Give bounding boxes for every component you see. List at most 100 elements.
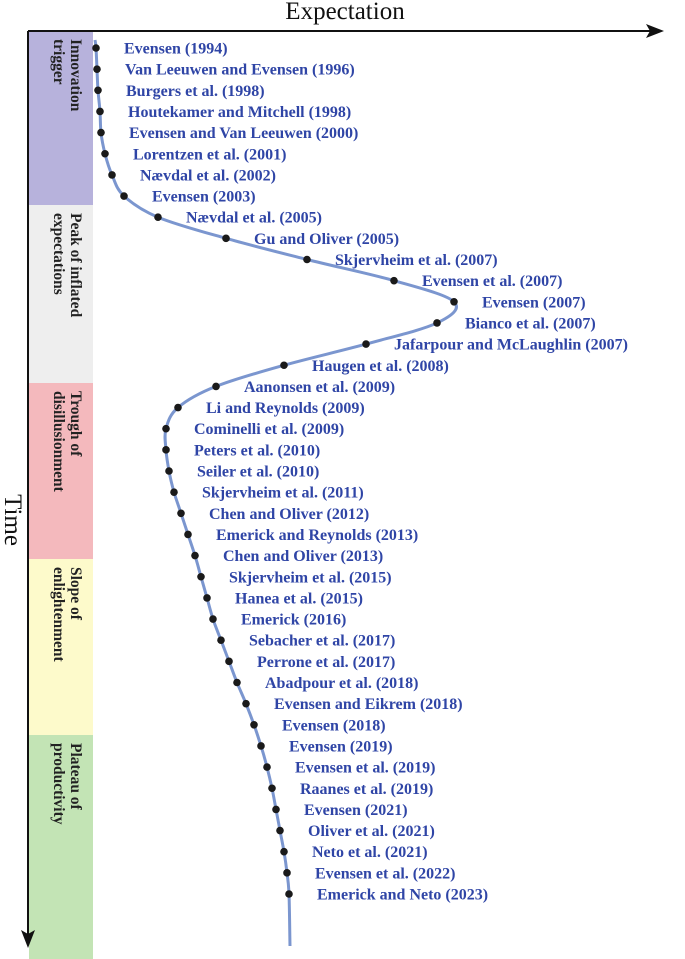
publication-point — [303, 255, 311, 264]
publication-label: Houtekamer and Mitchell (1998) — [128, 104, 351, 121]
publication-label: Burgers et al. (1998) — [126, 83, 265, 100]
publication-point — [94, 86, 102, 95]
publication-point — [101, 149, 109, 158]
x-axis-title: Expectation — [285, 0, 405, 25]
publication-point — [272, 805, 280, 814]
publication-label: Evensen et al. (2007) — [422, 273, 562, 290]
publication-point — [276, 826, 284, 835]
publication-label: Evensen (2007) — [482, 294, 586, 311]
publication-points — [92, 44, 458, 898]
publication-point — [162, 446, 170, 454]
publication-label: Emerick (2016) — [241, 612, 346, 629]
publication-point — [154, 213, 162, 221]
publication-labels: Evensen (1994) Van Leeuwen and Evensen (1… — [124, 41, 628, 904]
publication-point — [250, 721, 258, 729]
publication-label: Aanonsen et al. (2009) — [244, 379, 395, 396]
phase-band — [29, 383, 93, 559]
publication-label: Jafarpour and McLaughlin (2007) — [394, 337, 628, 354]
publication-label: Oliver et al. (2021) — [308, 823, 435, 840]
phase-band — [29, 735, 93, 959]
publication-label: Neto et al. (2021) — [312, 844, 428, 861]
publication-point — [92, 44, 100, 52]
phase-band — [29, 31, 93, 205]
publication-label: Evensen et al. (2019) — [295, 760, 435, 777]
publication-point — [170, 488, 178, 496]
publication-point — [285, 890, 293, 898]
publication-point — [97, 128, 105, 137]
publication-label: Nævdal et al. (2002) — [140, 167, 276, 184]
publication-point — [177, 509, 185, 518]
publication-label: Nævdal et al. (2005) — [186, 210, 322, 227]
publication-label: Skjervheim et al. (2015) — [229, 569, 392, 586]
publication-point — [174, 403, 182, 412]
publication-point — [242, 699, 250, 708]
publication-point — [268, 784, 276, 793]
publication-point — [233, 678, 241, 687]
publication-point — [450, 298, 458, 306]
publication-point — [280, 847, 288, 856]
phase-label: Plateau ofproductivity — [50, 743, 84, 825]
publication-point — [197, 572, 205, 581]
publication-label: Abadpour et al. (2018) — [265, 675, 419, 692]
publication-label: Haugen et al. (2008) — [312, 358, 449, 375]
publication-label: Raanes et al. (2019) — [300, 781, 433, 798]
publication-point — [362, 340, 370, 348]
publication-point — [203, 594, 211, 602]
y-axis-arrowhead — [21, 930, 35, 948]
publication-point — [93, 65, 101, 73]
publication-label: Seiler et al. (2010) — [197, 464, 319, 481]
publication-label: Bianco et al. (2007) — [465, 315, 596, 332]
publication-label: Hanea et al. (2015) — [235, 590, 363, 607]
publication-point — [257, 742, 265, 750]
publication-point — [217, 636, 225, 644]
phase-label: Trough ofdisillusionment — [50, 391, 84, 493]
publication-label: Evensen et al. (2022) — [315, 865, 455, 882]
publication-point — [108, 171, 116, 179]
publication-label: Evensen (2003) — [152, 189, 256, 206]
publication-point — [165, 467, 173, 475]
publication-label: Emerick and Neto (2023) — [317, 887, 488, 904]
publication-point — [212, 382, 220, 391]
publication-label: Emerick and Reynolds (2013) — [216, 527, 418, 544]
publication-label: Perrone et al. (2017) — [257, 654, 395, 671]
phase-label: Slope ofenlightenment — [50, 567, 84, 663]
publication-label: Lorentzen et al. (2001) — [133, 146, 286, 163]
publication-label: Sebacher et al. (2017) — [249, 633, 395, 650]
publication-point — [225, 657, 233, 666]
publication-point — [263, 763, 271, 771]
publication-point — [433, 319, 441, 327]
publication-point — [283, 869, 291, 877]
y-axis-title: Time — [0, 494, 26, 546]
publication-label: Li and Reynolds (2009) — [206, 400, 365, 417]
publication-label: Chen and Oliver (2012) — [209, 506, 369, 523]
publication-label: Gu and Oliver (2005) — [254, 231, 399, 248]
axes: Expectation Time — [0, 0, 664, 948]
publication-label: Evensen (1994) — [124, 41, 228, 58]
publication-label: Skjervheim et al. (2007) — [335, 252, 498, 269]
publication-label: Evensen and Van Leeuwen (2000) — [129, 125, 358, 142]
publication-point — [191, 551, 199, 560]
publication-point — [120, 192, 128, 200]
publication-label: Skjervheim et al. (2011) — [202, 485, 364, 502]
publication-label: Evensen and Eikrem (2018) — [274, 696, 463, 713]
publication-label: Evensen (2018) — [282, 717, 386, 734]
x-axis-arrowhead — [646, 24, 664, 38]
publication-label: Van Leeuwen and Evensen (1996) — [125, 62, 355, 79]
phase-label: Innovationtrigger — [50, 39, 84, 112]
publication-point — [162, 424, 170, 433]
publication-point — [96, 107, 104, 116]
publication-point — [390, 276, 398, 285]
publication-point — [209, 615, 217, 623]
phase-band — [29, 559, 93, 735]
publication-label: Evensen (2021) — [304, 802, 408, 819]
publication-label: Chen and Oliver (2013) — [223, 548, 383, 565]
publication-point — [280, 361, 288, 370]
phase-band — [29, 205, 93, 383]
phase-label: Peak of inflatedexpectations — [50, 213, 84, 318]
publication-label: Peters et al. (2010) — [194, 442, 320, 459]
publication-point — [184, 530, 192, 539]
publication-label: Evensen (2019) — [289, 738, 393, 755]
publication-point — [222, 234, 230, 243]
